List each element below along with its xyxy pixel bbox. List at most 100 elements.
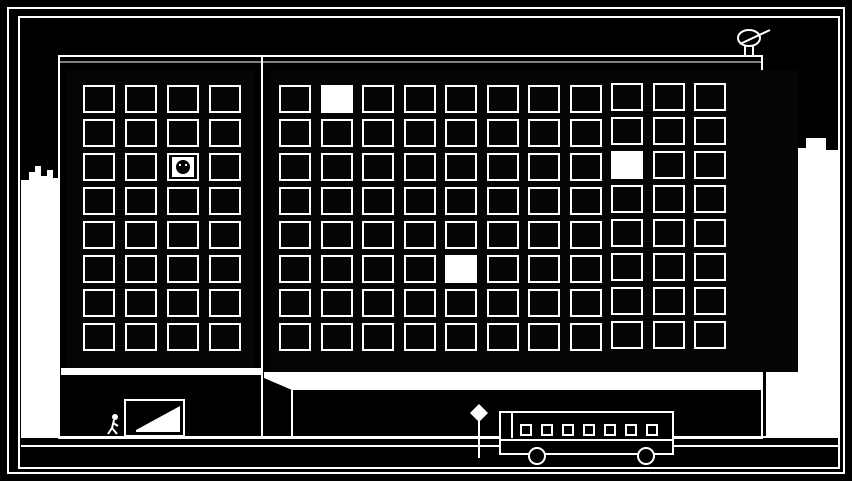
- window: [487, 85, 519, 113]
- window: [362, 119, 394, 147]
- ramp-icon: [136, 406, 180, 432]
- window: [362, 289, 394, 317]
- window: [404, 323, 436, 351]
- outer-frame: [7, 7, 845, 474]
- window: [209, 255, 241, 283]
- window: [445, 221, 477, 249]
- bus-window: [541, 424, 553, 436]
- window: [279, 153, 311, 181]
- window: [209, 221, 241, 249]
- window: [445, 153, 477, 181]
- window: [694, 185, 726, 213]
- window: [209, 289, 241, 317]
- window: [321, 187, 353, 215]
- window: [653, 287, 685, 315]
- window: [209, 187, 241, 215]
- window: [167, 85, 199, 113]
- window: [570, 119, 602, 147]
- window: [125, 119, 157, 147]
- window: [694, 321, 726, 349]
- window: [125, 323, 157, 351]
- window: [653, 185, 685, 213]
- window: [404, 187, 436, 215]
- window: [694, 117, 726, 145]
- window: [653, 151, 685, 179]
- inner-frame: [18, 16, 840, 469]
- window: [321, 255, 353, 283]
- window: [362, 153, 394, 181]
- window: [487, 119, 519, 147]
- bus-window: [646, 424, 658, 436]
- window: [83, 153, 115, 181]
- window: [528, 323, 560, 351]
- window: [167, 323, 199, 351]
- window: [653, 117, 685, 145]
- window: [570, 221, 602, 249]
- window: [404, 85, 436, 113]
- window: [209, 153, 241, 181]
- window: [209, 85, 241, 113]
- window: [653, 83, 685, 111]
- window: [528, 221, 560, 249]
- player-face-icon: [172, 157, 194, 177]
- window: [167, 221, 199, 249]
- window: [167, 255, 199, 283]
- window: [611, 287, 643, 315]
- window: [653, 253, 685, 281]
- window: [611, 219, 643, 247]
- window: [404, 289, 436, 317]
- window: [83, 289, 115, 317]
- window: [694, 287, 726, 315]
- window: [445, 289, 477, 317]
- window: [321, 119, 353, 147]
- window: [321, 221, 353, 249]
- window: [125, 187, 157, 215]
- window: [653, 321, 685, 349]
- window: [611, 253, 643, 281]
- window: [83, 119, 115, 147]
- window: [321, 323, 353, 351]
- satellite-dish-icon: [737, 29, 771, 56]
- window: [404, 119, 436, 147]
- right-floor-slab: [264, 372, 762, 390]
- window: [487, 289, 519, 317]
- window: [125, 85, 157, 113]
- bus-windows: [520, 424, 658, 436]
- window: [83, 221, 115, 249]
- window: [611, 185, 643, 213]
- window: [487, 255, 519, 283]
- window: [362, 255, 394, 283]
- stick-figure-icon: [107, 414, 119, 435]
- window: [694, 151, 726, 179]
- player-window: [167, 153, 199, 181]
- window: [487, 323, 519, 351]
- window: [404, 221, 436, 249]
- bus-window: [520, 424, 532, 436]
- window: [362, 187, 394, 215]
- window: [125, 255, 157, 283]
- window: [362, 323, 394, 351]
- bus-window: [583, 424, 595, 436]
- window: [125, 153, 157, 181]
- window: [279, 255, 311, 283]
- window: [167, 119, 199, 147]
- left-skyline: [21, 166, 58, 436]
- window: [445, 85, 477, 113]
- window: [445, 187, 477, 215]
- lit-window: [445, 255, 477, 283]
- bus-stop-sign-icon: [470, 404, 488, 458]
- window: [279, 187, 311, 215]
- window: [487, 187, 519, 215]
- window: [83, 255, 115, 283]
- window: [125, 289, 157, 317]
- window: [279, 221, 311, 249]
- window: [321, 289, 353, 317]
- window: [694, 253, 726, 281]
- window: [279, 85, 311, 113]
- window: [279, 119, 311, 147]
- window: [570, 323, 602, 351]
- window: [694, 83, 726, 111]
- window: [125, 221, 157, 249]
- window: [404, 255, 436, 283]
- window: [445, 119, 477, 147]
